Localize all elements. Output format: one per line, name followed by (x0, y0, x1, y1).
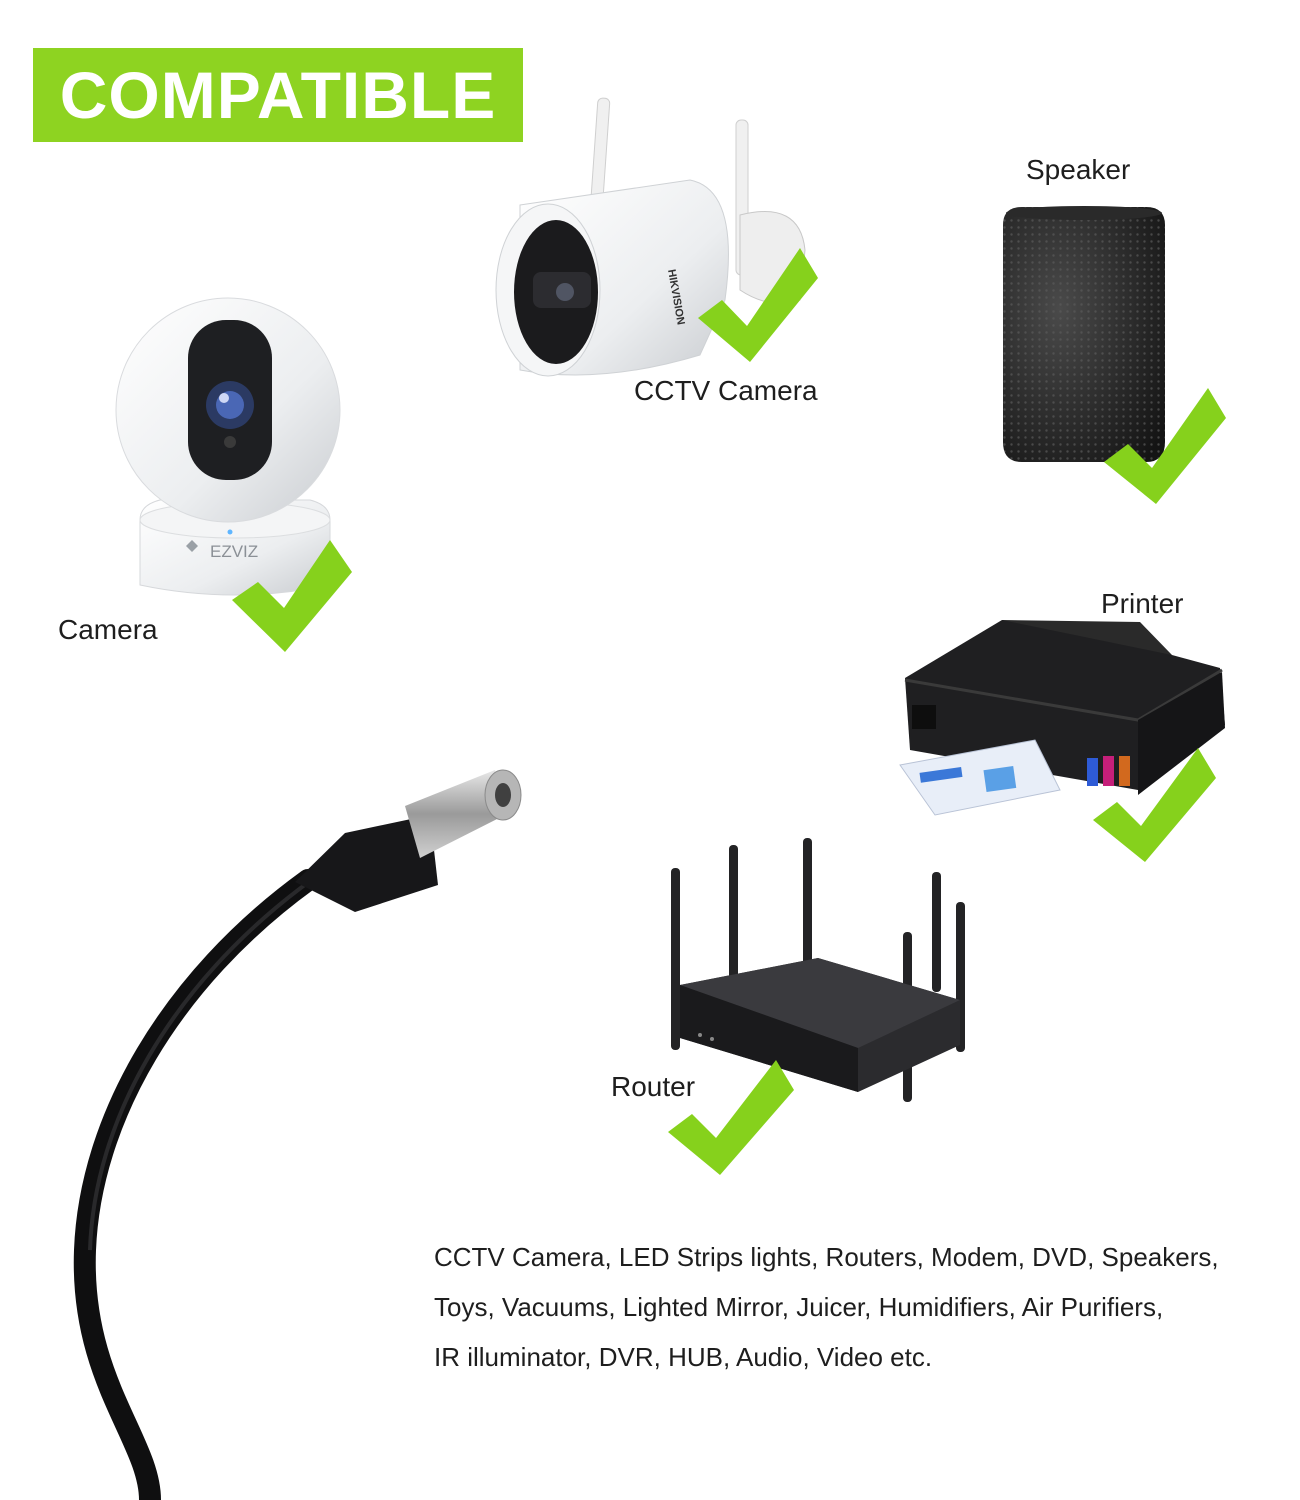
compatible-badge: COMPATIBLE (33, 48, 523, 142)
dc-plug-cable-icon (73, 769, 522, 1500)
check-icon (1093, 748, 1216, 862)
camera-label: Camera (58, 614, 158, 645)
description-line: IR illuminator, DVR, HUB, Audio, Video e… (434, 1342, 933, 1372)
router-label: Router (611, 1071, 696, 1102)
description-line: CCTV Camera, LED Strips lights, Routers,… (434, 1242, 1219, 1272)
speaker-icon (1003, 206, 1165, 462)
printer-icon (899, 620, 1225, 816)
description-line: Toys, Vacuums, Lighted Mirror, Juicer, H… (434, 1292, 1164, 1322)
printer-label: Printer (1101, 588, 1184, 619)
ezviz-logo: EZVIZ (186, 540, 258, 561)
check-icon (698, 248, 818, 362)
check-icon (668, 1060, 794, 1175)
cctv-camera-label: CCTV Camera (634, 375, 818, 406)
check-icon (1104, 388, 1226, 504)
badge-text: COMPATIBLE (59, 58, 497, 132)
bullet-camera-icon: HIKVISION (495, 97, 806, 377)
speaker-label: Speaker (1026, 154, 1131, 185)
svg-text:EZVIZ: EZVIZ (210, 542, 258, 561)
pan-tilt-camera-icon: EZVIZ (115, 297, 341, 596)
router-icon (671, 838, 965, 1102)
check-icon (232, 540, 352, 652)
